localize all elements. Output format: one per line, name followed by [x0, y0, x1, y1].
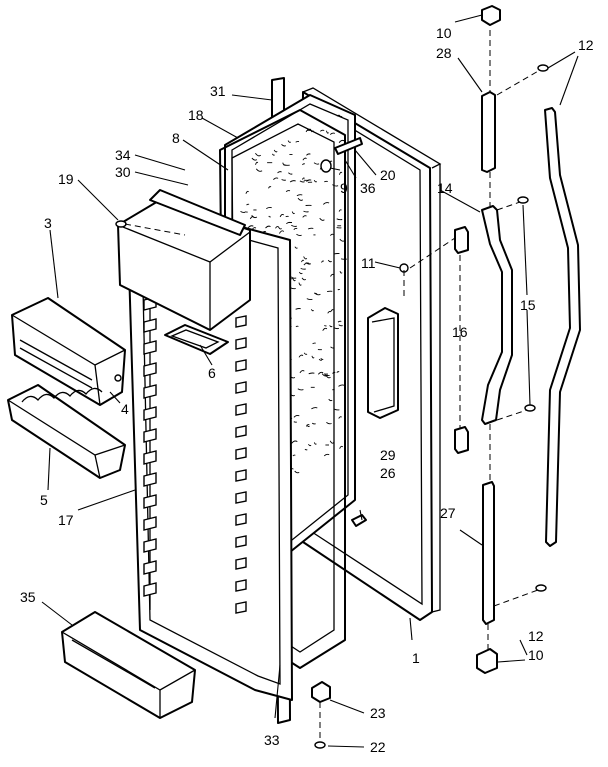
callout-6: 6 [208, 365, 216, 381]
liner-shelf-ribs [143, 296, 247, 614]
alignment-lines [124, 30, 541, 742]
butter-tray [164, 324, 229, 355]
callout-9: 9 [340, 180, 348, 196]
dairy-compartment [117, 189, 251, 331]
inner-door-liner [127, 204, 293, 701]
callout-22: 22 [370, 739, 386, 755]
callout-27: 27 [440, 505, 456, 521]
callout-28: 28 [436, 45, 452, 61]
callout-14: 14 [437, 180, 453, 196]
callout-5: 5 [40, 492, 48, 508]
callout-36: 36 [360, 180, 376, 196]
callout-labels: 10 28 12 31 18 8 34 30 19 9 36 20 14 3 1… [20, 25, 594, 755]
callout-30: 30 [115, 164, 131, 180]
callout-26: 26 [380, 465, 396, 481]
callout-19: 19 [58, 171, 74, 187]
door-bin [61, 611, 196, 719]
callout-11: 11 [361, 255, 376, 271]
dairy-door-cover [11, 297, 126, 406]
callout-1: 1 [412, 650, 420, 666]
callout-34: 34 [115, 147, 131, 163]
callout-29: 29 [380, 447, 396, 463]
callout-18: 18 [188, 107, 204, 123]
callout-31: 31 [210, 83, 226, 99]
callout-12-top: 12 [578, 37, 594, 53]
callout-4: 4 [121, 401, 129, 417]
callout-35: 35 [20, 589, 36, 605]
callout-8: 8 [172, 130, 180, 146]
callout-12-bottom: 12 [528, 628, 544, 644]
callout-10-top: 10 [436, 25, 452, 41]
callout-3: 3 [44, 215, 52, 231]
hardware [115, 5, 549, 749]
egg-tray [7, 384, 126, 479]
callout-20: 20 [380, 167, 396, 183]
leader-lines [41, 14, 579, 748]
callout-16: 16 [452, 324, 468, 340]
callout-23: 23 [370, 705, 386, 721]
callout-33: 33 [264, 732, 280, 748]
callout-10-bottom: 10 [528, 647, 544, 663]
callout-15: 15 [520, 297, 536, 313]
door-handle-assembly [454, 91, 581, 625]
callout-17: 17 [58, 512, 74, 528]
handle-insert [367, 307, 399, 419]
